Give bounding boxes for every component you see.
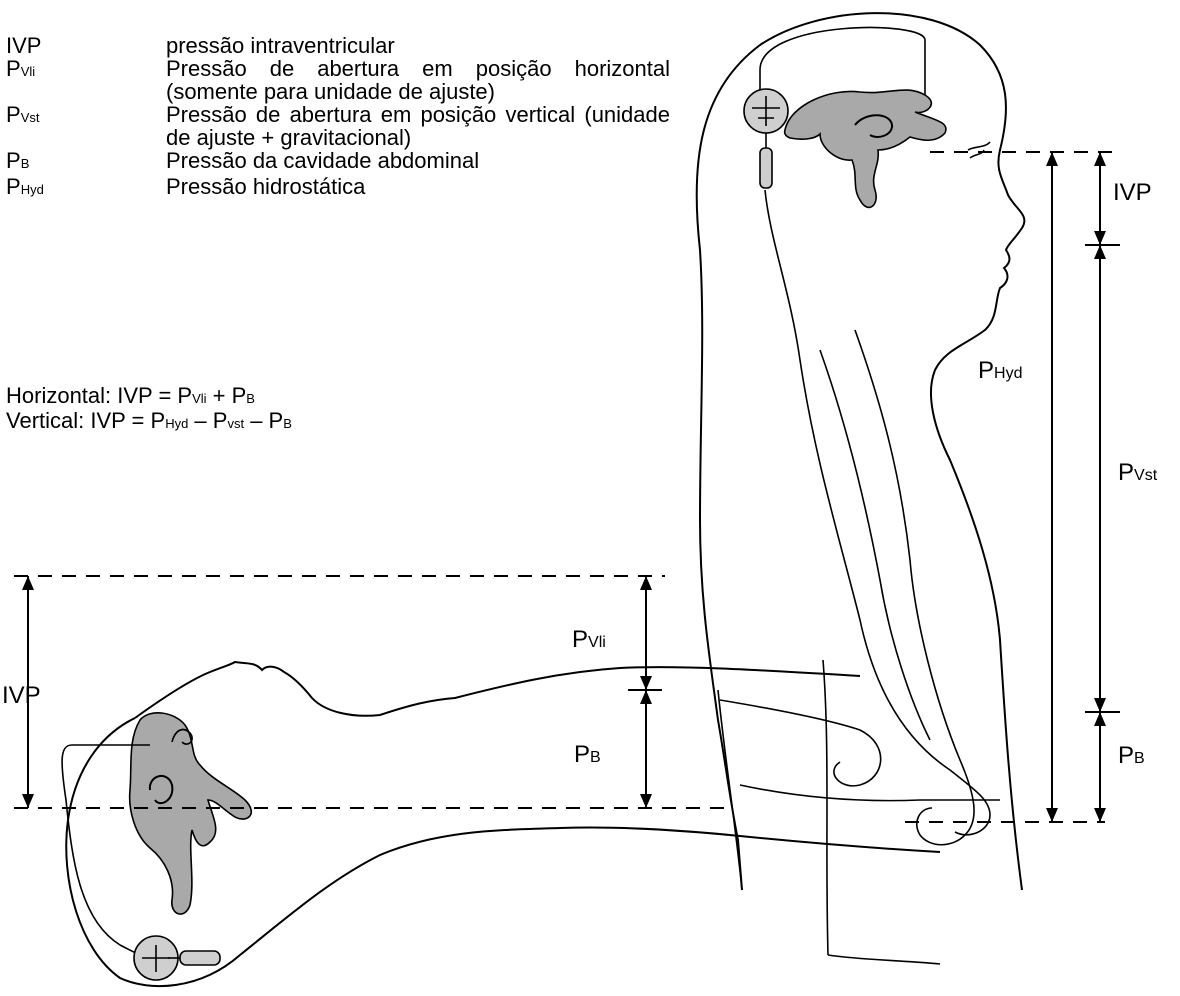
legend-row-phyd: PHyd Pressão hidrostática (6, 175, 670, 201)
symbol-subscript: Hyd (21, 182, 44, 197)
legend-symbol: PB (6, 149, 166, 175)
label-main: P (574, 741, 590, 768)
label-pvli: PVli (572, 627, 606, 656)
legend-description: Pressão da cavidade abdominal (166, 149, 670, 175)
label-ivp-horizontal: IVP (2, 683, 41, 709)
label-ivp-vertical: IVP (1113, 180, 1152, 206)
symbol-subscript: Vst (21, 110, 40, 125)
legend-description: Pressão de abertura em posição horizonta… (166, 57, 670, 103)
legend-symbol: PVli (6, 57, 166, 103)
label-main: P (978, 357, 994, 384)
legend-symbol: PHyd (6, 175, 166, 201)
label-subscript: Vli (588, 634, 606, 651)
symbol-main: P (6, 56, 21, 81)
eq-text: Vertical: IVP = P (6, 408, 165, 433)
lying-figure (62, 660, 1000, 986)
legend-symbol: PVst (6, 103, 166, 149)
eq-text: – P (188, 408, 227, 433)
eq-text: – P (244, 408, 283, 433)
label-subscript: Hyd (994, 365, 1022, 382)
legend-description: Pressão de abertura em posição vertical … (166, 103, 670, 149)
label-subscript: Vst (1134, 467, 1157, 484)
eq-subscript: Hyd (165, 416, 188, 431)
symbol-main: P (6, 174, 21, 199)
legend-symbol: IVP (6, 34, 166, 57)
label-main: P (572, 626, 588, 653)
legend-row-pvst: PVst Pressão de abertura em posição vert… (6, 103, 670, 149)
eq-subscript: B (246, 391, 255, 406)
label-main: P (1118, 742, 1134, 769)
label-phyd: PHyd (978, 358, 1022, 387)
legend-row-ivp: IVP pressão intraventricular (6, 34, 670, 57)
eq-subscript: Vli (192, 391, 206, 406)
upright-figure (697, 13, 1025, 890)
legend: IVP pressão intraventricular PVli Pressã… (6, 34, 670, 201)
eq-text: + P (207, 383, 247, 408)
legend-row-pvli: PVli Pressão de abertura em posição hori… (6, 57, 670, 103)
legend-description: pressão intraventricular (166, 34, 670, 57)
equation-vertical: Vertical: IVP = PHyd – Pvst – PB (6, 409, 292, 436)
eq-text: Horizontal: IVP = P (6, 383, 192, 408)
symbol-subscript: Vli (21, 64, 35, 79)
legend-row-pb: PB Pressão da cavidade abdominal (6, 149, 670, 175)
label-subscript: B (1134, 750, 1145, 767)
equation-horizontal: Horizontal: IVP = PVli + PB (6, 384, 255, 411)
eq-subscript: vst (227, 416, 244, 431)
label-pvst: PVst (1118, 460, 1157, 489)
symbol-main: P (6, 102, 21, 127)
label-subscript: B (590, 749, 601, 766)
legend-description: Pressão hidrostática (166, 175, 670, 201)
label-pb-horizontal: PB (574, 742, 601, 771)
symbol-main: IVP (6, 33, 41, 58)
symbol-main: P (6, 148, 21, 173)
label-pb-vertical: PB (1118, 743, 1145, 772)
label-main: P (1118, 459, 1134, 486)
eq-subscript: B (283, 416, 292, 431)
symbol-subscript: B (21, 156, 30, 171)
